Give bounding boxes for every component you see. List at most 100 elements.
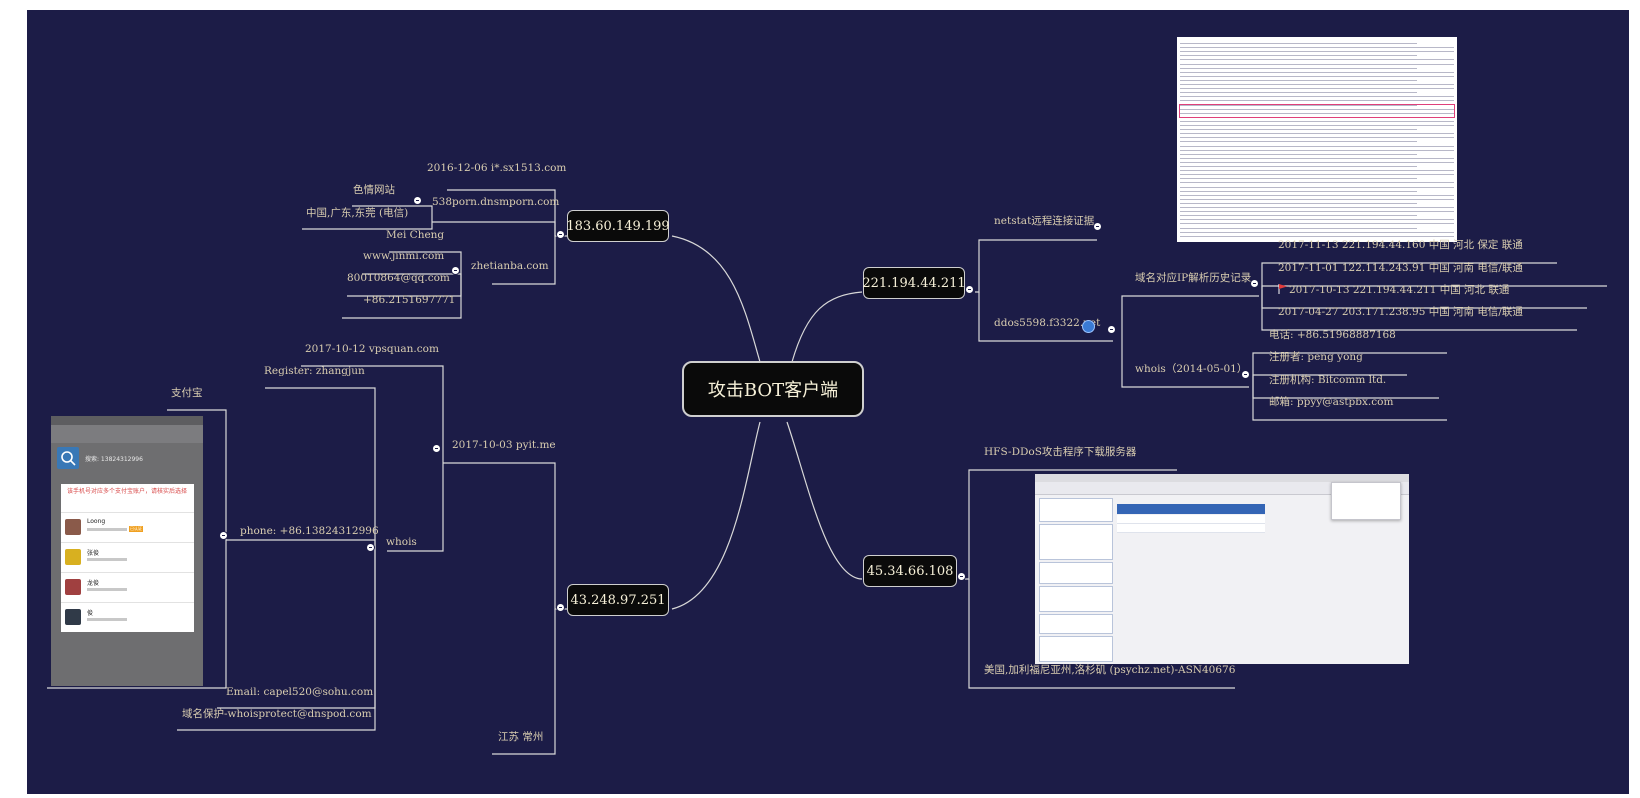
netstat-text-line: [1180, 43, 1417, 44]
collapse-toggle[interactable]: [965, 285, 974, 294]
netstat-text-line: [1180, 235, 1454, 237]
dialog-alert-text: 该手机号对应多个支付宝账户，请核实后选择: [67, 488, 188, 495]
collapse-toggle[interactable]: [432, 444, 441, 453]
table-row: [1117, 515, 1265, 524]
netstat-text-line: [1180, 59, 1454, 61]
node-vpsquan[interactable]: 2017-10-12 vpsquan.com: [305, 343, 439, 355]
netstat-text-line: [1180, 223, 1454, 225]
netstat-text-line: [1180, 133, 1454, 135]
connector-lines: [47, 189, 1607, 755]
netstat-text-line: [1180, 75, 1454, 77]
netstat-text-line: [1180, 190, 1417, 192]
hfs-server-screenshot: [1035, 474, 1409, 664]
collapse-toggle[interactable]: [366, 543, 375, 552]
netstat-text-line: [1180, 186, 1454, 188]
node-pyit[interactable]: 2017-10-03 pyit.me: [452, 439, 556, 451]
netstat-text-line: [1180, 153, 1417, 155]
collapse-toggle[interactable]: [556, 603, 565, 612]
node-whois-registrant[interactable]: 注册者: peng yong: [1269, 351, 1363, 363]
hfs-address-bar: [1035, 482, 1409, 495]
node-jiangsu[interactable]: 江苏 常州: [498, 731, 544, 743]
netstat-text-line: [1180, 51, 1454, 53]
node-qq-email[interactable]: 80010864@qq.com: [347, 272, 450, 284]
node-whois-date[interactable]: whois（2014-05-01）: [1135, 363, 1248, 375]
node-location-la[interactable]: 美国,加利福尼亚州,洛杉矶 (psychz.net)-ASN40676: [984, 664, 1236, 676]
node-mei-cheng[interactable]: Mei Cheng: [386, 229, 445, 241]
hub-node-183[interactable]: 183.60.149.199: [566, 210, 670, 242]
list-item: 张俊: [61, 542, 194, 573]
netstat-text-line: [1180, 166, 1417, 167]
node-register[interactable]: Register: zhangjun: [264, 365, 365, 377]
node-whois[interactable]: whois: [386, 536, 417, 548]
hub-node-221[interactable]: 221.194.44.211: [862, 267, 966, 299]
collapse-toggle[interactable]: [219, 531, 228, 540]
collapse-toggle[interactable]: [1107, 325, 1116, 334]
node-porn-site[interactable]: 色情网站: [353, 184, 395, 196]
mindmap-canvas: 搜索: 13824312996 该手机号对应多个支付宝账户，请核实后选择 Loo…: [27, 10, 1629, 794]
netstat-text-line: [1180, 149, 1454, 151]
node-netstat[interactable]: netstat远程连接证据: [994, 215, 1095, 227]
hub-node-45[interactable]: 45.34.66.108: [863, 555, 957, 587]
netstat-text-line: [1180, 63, 1454, 65]
node-record-4[interactable]: 2017-04-27 203.171.238.95 中国 河南 电信/联通: [1278, 306, 1523, 318]
netstat-text-line: [1180, 207, 1454, 208]
netstat-text-line: [1180, 141, 1417, 143]
node-whois-org[interactable]: 注册机构: Bitcomm ltd.: [1269, 374, 1387, 386]
node-jinmi[interactable]: www.jinmi.com: [363, 250, 445, 262]
list-item: 龙俊: [61, 572, 194, 603]
collapse-toggle[interactable]: [451, 266, 460, 275]
node-location-dongguan[interactable]: 中国,广东,东莞 (电信): [306, 207, 409, 219]
root-node[interactable]: 攻击BOT客户端: [682, 361, 864, 417]
node-whois-phone[interactable]: 电话: +86.51968887168: [1269, 329, 1396, 341]
node-whoisprotect[interactable]: 域名保护-whoisprotect@dnspod.com: [182, 708, 372, 720]
collapse-toggle[interactable]: [1093, 222, 1102, 231]
netstat-text-line: [1180, 137, 1454, 139]
node-record-1[interactable]: 2017-11-13 221.194.44.160 中国 河北 保定 联通: [1278, 239, 1523, 251]
phone-search-row: 搜索: 13824312996: [57, 447, 197, 469]
netstat-text-line: [1180, 100, 1454, 102]
netstat-text-line: [1180, 227, 1417, 229]
netstat-text-line: [1180, 96, 1454, 98]
netstat-text-line: [1180, 104, 1417, 106]
netstat-text-line: [1180, 79, 1417, 81]
netstat-text-line: [1180, 202, 1417, 204]
node-ddos-domain[interactable]: ddos5598.f3322.net: [994, 317, 1101, 329]
netstat-text-line: [1180, 157, 1454, 159]
netstat-text-line: [1180, 129, 1417, 131]
netstat-text-line: [1180, 145, 1454, 147]
hub-node-43[interactable]: 43.248.97.251: [567, 584, 669, 616]
hfs-side-panel: [1039, 524, 1113, 560]
node-record-3[interactable]: 2017-10-13 221.194.44.211 中国 河北 联通: [1289, 284, 1510, 296]
list-item: 俊: [61, 602, 194, 633]
node-dns-history[interactable]: 域名对应IP解析历史记录: [1135, 272, 1252, 284]
node-phone-215[interactable]: +86.2151697771: [363, 294, 456, 306]
netstat-text-line: [1180, 55, 1417, 57]
node-dnsmporn[interactable]: 538porn.dnsmporn.com: [432, 196, 560, 208]
node-zhetianba[interactable]: zhetianba.com: [471, 260, 549, 272]
node-whois-email[interactable]: 邮箱: ppyy@astpbx.com: [1269, 396, 1394, 408]
node-phone-138[interactable]: phone: +86.13824312996: [240, 525, 379, 537]
avatar: [65, 579, 81, 595]
node-hfs-title[interactable]: HFS-DDoS攻击程序下载服务器: [984, 446, 1137, 458]
netstat-text-line: [1180, 211, 1454, 213]
collapse-toggle[interactable]: [556, 230, 565, 239]
collapse-toggle[interactable]: [413, 196, 422, 205]
table-row: [1117, 524, 1265, 533]
avatar: [65, 549, 81, 565]
netstat-text-line: [1180, 125, 1454, 126]
account-name: Loong: [87, 518, 106, 525]
node-sohu-email[interactable]: Email: capel520@sohu.com: [226, 686, 374, 698]
node-record-2[interactable]: 2017-11-01 122.114.243.91 中国 河南 电信/联通: [1278, 262, 1523, 274]
collapse-toggle[interactable]: [1241, 370, 1250, 379]
avatar: [65, 519, 81, 535]
collapse-toggle[interactable]: [957, 572, 966, 581]
netstat-text-line: [1180, 182, 1454, 184]
verified-badge: 已认证: [129, 526, 143, 532]
node-alipay[interactable]: 支付宝: [171, 387, 203, 399]
red-flag-icon: [1278, 284, 1287, 294]
collapse-toggle[interactable]: [1250, 279, 1259, 288]
netstat-text-line: [1180, 198, 1454, 200]
node-sx1513[interactable]: 2016-12-06 i*.sx1513.com: [427, 162, 567, 174]
netstat-text-line: [1180, 170, 1454, 172]
hfs-popup-menu: [1331, 482, 1401, 520]
